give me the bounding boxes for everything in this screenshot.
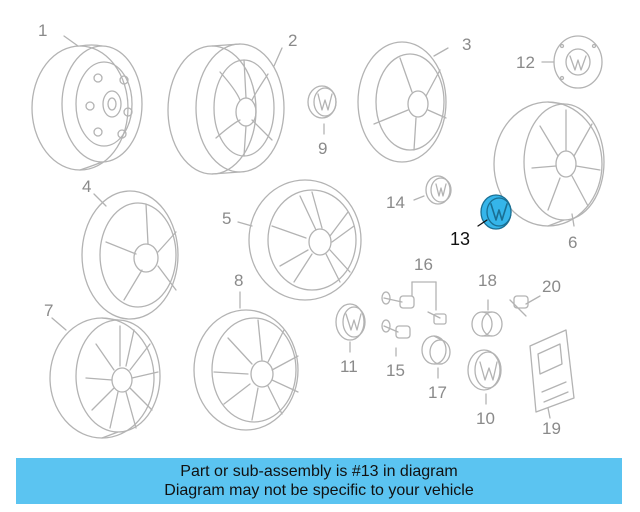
alloy-wheel-part-4[interactable] [81,190,179,320]
alloy-wheel-part-2[interactable] [167,43,285,175]
callout-8: 8 [234,271,244,290]
callout-15: 15 [386,361,405,380]
alloy-wheel-part-5[interactable] [237,179,362,301]
alloy-wheel-part-3[interactable] [357,41,449,163]
center-cap-part-10[interactable] [467,349,502,405]
callout-2: 2 [288,31,298,50]
callout-6: 6 [568,233,578,252]
nut-part-18[interactable] [471,299,503,337]
callout-18: 18 [478,271,497,290]
multi-spoke-wheel-part-7[interactable] [49,317,161,439]
callout-16: 16 [414,255,433,274]
steel-wheel-part-1[interactable] [31,35,143,171]
callout-1: 1 [38,21,48,40]
callout-3: 3 [462,35,472,54]
callout-20: 20 [542,277,561,296]
center-cap-part-11[interactable] [335,303,366,353]
alloy-wheel-part-6[interactable] [493,101,605,227]
callout-13: 13 [450,229,471,249]
callout-12: 12 [516,53,535,72]
callout-5: 5 [222,209,232,228]
banner-line-2: Diagram may not be specific to your vehi… [164,482,474,499]
parts-diagram [31,35,605,439]
callout-14: 14 [386,193,405,212]
center-cap-part-14[interactable] [413,175,452,205]
callout-4: 4 [82,177,92,196]
callout-17: 17 [428,383,447,402]
callout-11: 11 [340,357,358,376]
callout-7: 7 [44,301,54,320]
tpms-module-part-19[interactable] [529,329,575,419]
center-cap-part-13-highlighted[interactable] [477,194,512,230]
multi-spoke-wheel-part-8[interactable] [193,291,299,431]
hub-cover-part-12[interactable] [541,35,603,89]
banner-line-1: Part or sub-assembly is #13 in diagram [180,463,458,480]
center-cap-part-9[interactable] [307,85,337,135]
lock-nut-part-17[interactable] [421,335,451,379]
callout-19: 19 [542,419,561,438]
wheel-bolts-part-15-16[interactable] [381,281,447,357]
info-banner: Part or sub-assembly is #13 in diagram D… [16,458,622,504]
valve-sensor-part-20[interactable] [509,295,541,317]
callout-10: 10 [476,409,495,428]
callout-9: 9 [318,139,328,158]
